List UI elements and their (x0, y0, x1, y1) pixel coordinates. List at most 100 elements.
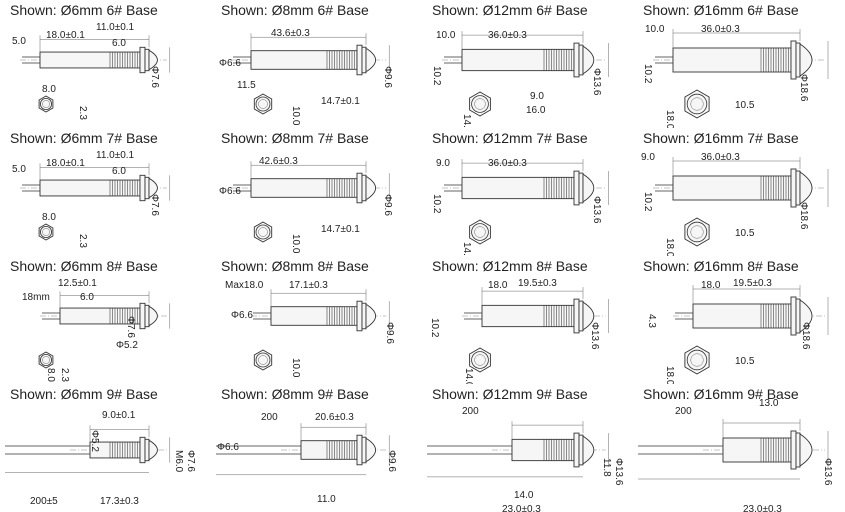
dimension-label: 11.0 (317, 494, 336, 505)
lamp-drawing (20, 163, 171, 241)
dimension-label: 20.6±0.3 (315, 412, 354, 423)
drawing-title: Shown: Ø6mm 6# Base (10, 2, 158, 18)
dimension-label: 5.0 (12, 164, 26, 175)
dimension-label: 14.0 (463, 368, 474, 384)
dimension-label: 10.0 (290, 358, 301, 378)
dimension-label: 18.0 (664, 110, 675, 128)
dimension-label: Φ6.6 (217, 442, 239, 453)
dimension-label: 12.5±0.1 (58, 278, 97, 289)
dimension-label: Φ7.6 (149, 194, 160, 216)
dimension-label: 6.0 (112, 166, 126, 177)
dimension-label: 200 (261, 412, 278, 423)
dimension-label: Φ7.6 (125, 316, 136, 338)
dimension-label: 36.0±0.3 (488, 30, 527, 41)
nut-end-view (684, 89, 710, 119)
nut-end-view (684, 345, 710, 375)
dimension-label: Φ9.6 (382, 194, 393, 216)
dimension-drawing: 42.6±0.3Φ6.6Φ9.610.014.7±0.1 (219, 156, 393, 254)
nut-end-view (469, 219, 491, 245)
dimension-label: Φ9.6 (384, 322, 395, 344)
drawing-title: Shown: Ø16mm 7# Base (643, 130, 799, 146)
lamp-drawing (5, 425, 171, 473)
dimension-label: 8.0 (42, 84, 56, 95)
dimension-label: 18.0 (488, 280, 508, 291)
dimension-label: Φ9.6 (382, 66, 393, 88)
dimension-label: 10.2 (642, 64, 653, 84)
dimension-label: 36.0±0.3 (701, 24, 740, 35)
dimension-label: 2.3 (77, 106, 88, 120)
dimension-label: 200±5 (30, 496, 58, 507)
dimension-label: 2.3 (59, 368, 70, 382)
dimension-label: 19.5±0.3 (733, 278, 772, 289)
dimension-label: 9.0±0.1 (102, 410, 136, 421)
drawing-title: Shown: Ø6mm 9# Base (10, 386, 158, 402)
dimension-label: 11.0±0.1 (96, 150, 135, 161)
dimension-label: 10.0 (290, 106, 301, 126)
nut-end-view (684, 217, 710, 247)
dimension-label: Φ18.6 (800, 322, 811, 350)
lamp-drawing (251, 289, 390, 371)
dimension-label: 42.6±0.3 (259, 156, 298, 167)
dimension-label: 14.0 (461, 114, 472, 128)
dimension-label: 16.0 (526, 105, 546, 116)
dimension-label: Φ5.2 (89, 430, 100, 452)
dimension-label: 4.3 (646, 314, 657, 328)
dimension-label: 8.0 (45, 368, 56, 382)
dimension-label: 18.0±0.1 (46, 30, 85, 41)
dimension-label: 10.5 (735, 228, 755, 239)
drawing-title: Shown: Ø16mm 6# Base (643, 2, 799, 18)
dimension-label: 14.7±0.1 (321, 96, 360, 107)
dimension-label: Φ18.6 (798, 74, 809, 102)
dimension-label: Φ6.6 (219, 58, 241, 69)
drawing-title: Shown: Ø8mm 6# Base (221, 2, 369, 18)
dimension-label: 17.1±0.3 (289, 280, 328, 291)
lamp-drawing (653, 157, 829, 247)
dimension-label: 36.0±0.3 (701, 152, 740, 163)
dimension-label: 10.0 (645, 24, 665, 35)
dimension-label: 18.0 (701, 280, 721, 291)
lamp-drawing (231, 33, 390, 115)
dimension-label: 6.0 (112, 38, 126, 49)
drawing-title: Shown: Ø12mm 6# Base (432, 2, 588, 18)
drawing-title: Shown: Ø12mm 7# Base (432, 130, 588, 146)
lamp-drawing (38, 291, 171, 369)
dimension-label: 14.0 (514, 490, 534, 501)
lamp-drawing (427, 421, 609, 478)
dimension-label: 10.0 (290, 234, 301, 254)
lamp-drawing (216, 423, 390, 476)
lamp-drawing (231, 161, 390, 243)
dimension-label: 10.2 (429, 318, 440, 338)
drawing-title: Shown: Ø8mm 7# Base (221, 130, 369, 146)
dimension-label: 18.0 (664, 366, 675, 384)
dimension-label: 11.0±0.1 (96, 22, 135, 33)
dimension-label: 9.0 (530, 91, 544, 102)
dimension-label: 10.5 (735, 100, 755, 111)
dimension-label: 8.0 (42, 212, 56, 223)
dimension-label: 10.2 (431, 194, 442, 214)
nut-end-view (469, 91, 491, 117)
dimension-label: 5.0 (12, 36, 26, 47)
dimension-label: Max18.0 (225, 280, 264, 291)
dimension-label: Φ13.6 (591, 196, 602, 224)
dimension-label: Φ13.6 (613, 458, 624, 486)
dimension-label: 36.0±0.3 (488, 158, 527, 169)
lamp-drawing (653, 29, 829, 119)
